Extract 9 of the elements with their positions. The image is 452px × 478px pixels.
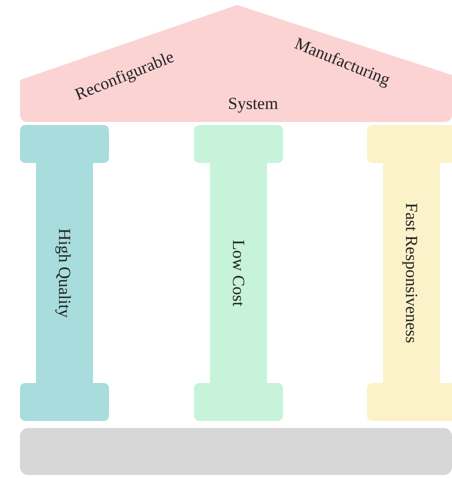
roof-shape [20, 5, 452, 122]
pillar-shape [20, 125, 109, 421]
pillar-shape [194, 125, 283, 421]
pillar-label: High Quality [56, 228, 73, 318]
pillar-label: Fast Responsiveness [403, 202, 420, 344]
pillar-shape [367, 125, 452, 421]
base-slab [20, 428, 452, 475]
roof-label: System [228, 95, 278, 112]
pillar-label: Low Cost [230, 240, 247, 306]
